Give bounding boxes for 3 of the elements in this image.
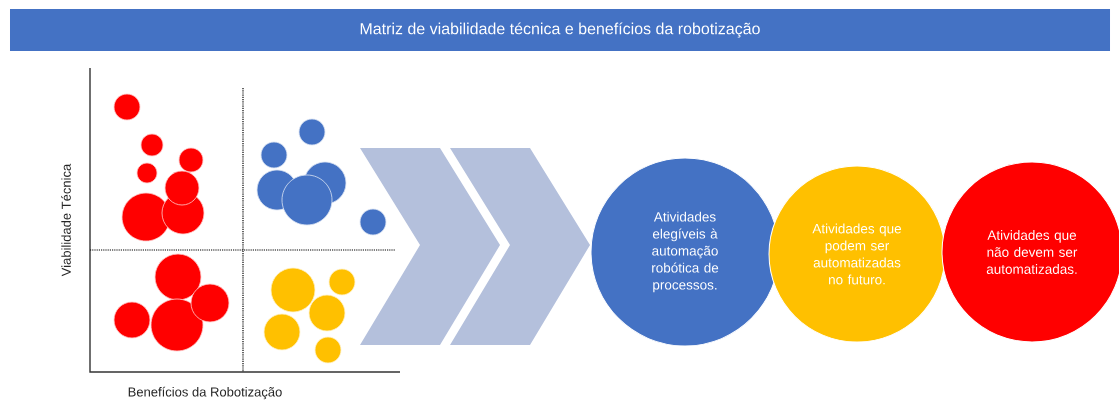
axis-label: Benefícios da Robotização	[128, 386, 282, 400]
title-banner: Matriz de viabilidade técnica e benefícios da robotização	[10, 9, 1110, 51]
axis-label: Viabilidade Técnica	[61, 163, 71, 277]
